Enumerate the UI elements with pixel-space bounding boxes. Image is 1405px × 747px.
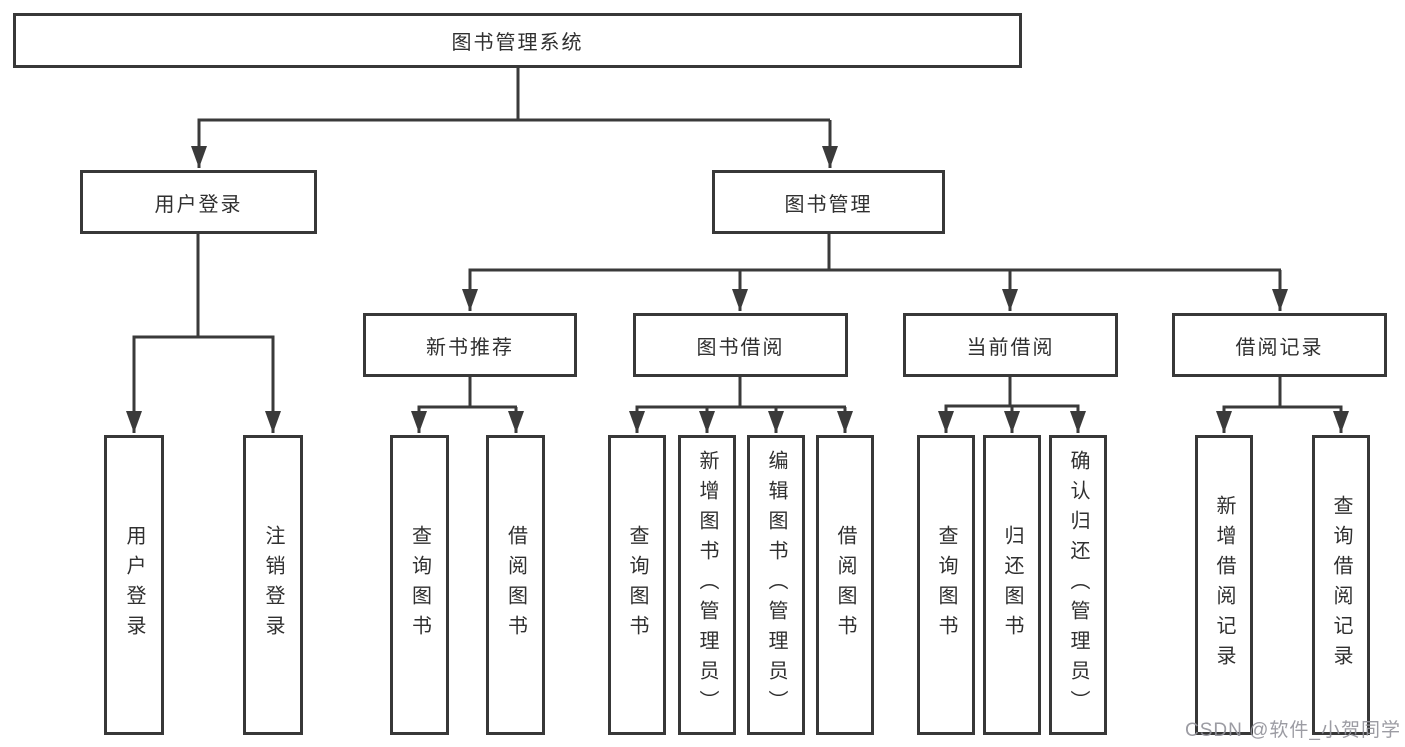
node-borrowing-records: 借阅记录 <box>1172 313 1387 377</box>
leaf-add-books-admin: 新增图书（管理员） <box>678 435 736 735</box>
leaf-return-books: 归还图书 <box>983 435 1041 735</box>
leaf-recommend-query-books: 查询图书 <box>390 435 449 735</box>
node-book-borrowing: 图书借阅 <box>633 313 848 377</box>
leaf-query-borrow-record: 查询借阅记录 <box>1312 435 1370 735</box>
leaf-add-borrow-record: 新增借阅记录 <box>1195 435 1253 735</box>
node-label: 用户登录 <box>123 525 145 645</box>
node-label: 新书推荐 <box>426 336 514 359</box>
node-label: 编辑图书（管理员） <box>765 450 787 720</box>
node-label: 借阅记录 <box>1235 336 1324 359</box>
node-label: 借阅图书 <box>834 525 856 645</box>
node-new-book-recommend: 新书推荐 <box>363 313 577 377</box>
node-label: 查询图书 <box>935 525 957 645</box>
leaf-recommend-borrow-books: 借阅图书 <box>486 435 545 735</box>
node-book-management: 图书管理 <box>712 170 945 234</box>
leaf-confirm-return-admin: 确认归还（管理员） <box>1049 435 1107 735</box>
node-user-login-branch: 用户登录 <box>80 170 317 234</box>
leaf-current-query-books: 查询图书 <box>917 435 975 735</box>
node-library-system: 图书管理系统 <box>13 13 1022 68</box>
node-current-borrowing: 当前借阅 <box>903 313 1118 377</box>
node-label: 当前借阅 <box>966 336 1055 359</box>
leaf-logout: 注销登录 <box>243 435 303 735</box>
leaf-edit-books-admin: 编辑图书（管理员） <box>747 435 805 735</box>
node-label: 确认归还（管理员） <box>1067 450 1089 720</box>
node-label: 借阅图书 <box>504 525 527 645</box>
node-label: 图书管理 <box>784 193 873 216</box>
node-label: 用户登录 <box>154 193 243 216</box>
node-label: 图书管理系统 <box>451 32 584 54</box>
leaf-borrowing-query-books: 查询图书 <box>608 435 666 735</box>
node-label: 图书借阅 <box>696 336 785 359</box>
node-label: 注销登录 <box>262 525 284 645</box>
node-label: 新增借阅记录 <box>1213 495 1235 675</box>
node-label: 查询借阅记录 <box>1330 495 1352 675</box>
leaf-user-login: 用户登录 <box>104 435 164 735</box>
leaf-borrowing-borrow-books: 借阅图书 <box>816 435 874 735</box>
csdn-watermark: CSDN @软件_小贺同学 <box>1185 720 1401 741</box>
node-label: 查询图书 <box>408 525 431 645</box>
node-label: 查询图书 <box>626 525 648 645</box>
node-label: 新增图书（管理员） <box>696 450 718 720</box>
node-label: 归还图书 <box>1001 525 1023 645</box>
